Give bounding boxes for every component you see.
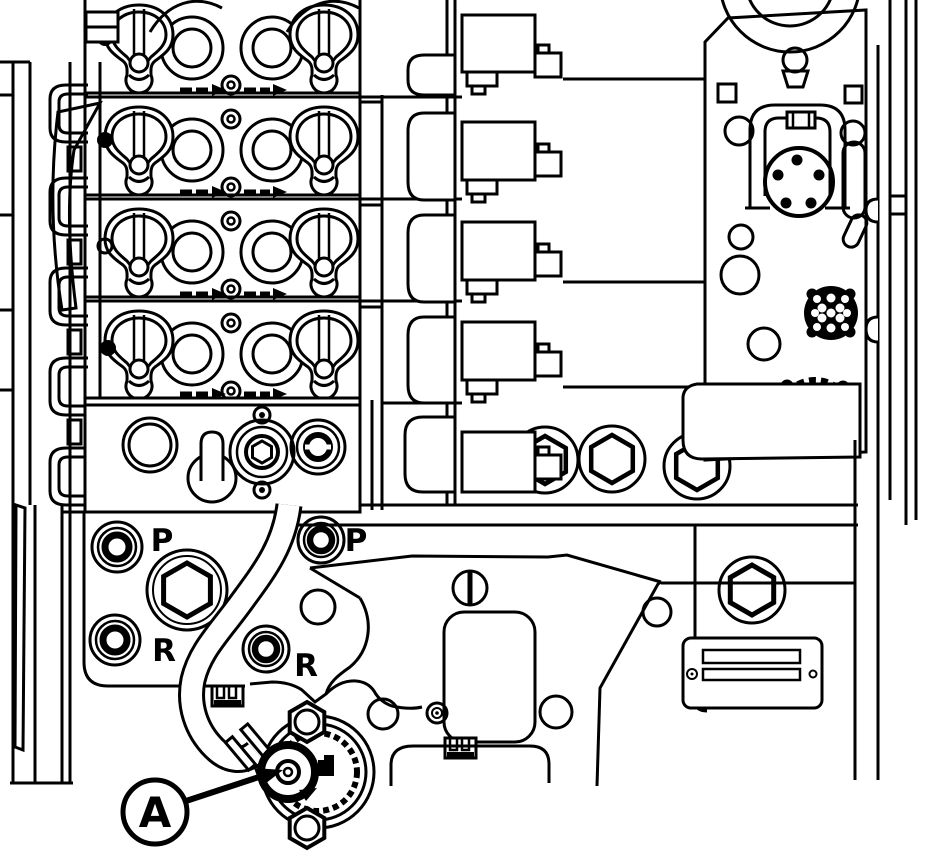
port-p-left [92,522,142,572]
port-r-left-label: R [152,633,176,669]
main-hex-plug [145,548,229,632]
callout-a-leader [185,773,263,804]
bracket-arch [389,744,551,786]
electrical-connector [763,146,835,218]
plate-corner [681,382,862,461]
solenoid-column [403,0,705,505]
top-bore [720,0,860,54]
identification-plate [681,636,824,710]
mounting-bracket [249,525,855,787]
retainer-clips [103,3,360,401]
large-hex-bolt [717,555,787,625]
sensor-fitting [257,700,334,850]
callout-a-balloon [120,777,190,847]
clamp-tab-2 [443,736,478,760]
sensor-key [318,755,334,776]
hose [178,502,303,773]
bracket-cutout [442,610,537,744]
sensor-bottom-nut [287,806,327,850]
callout-a-arrowhead [254,768,283,787]
port-r-right-label: R [294,648,318,684]
hose-guide-hooks [48,83,90,507]
keyhole-slot [186,430,238,504]
port-p-right [298,517,344,563]
valve-bores [159,15,305,387]
vent-screen [804,286,858,340]
slotted-screw [451,569,489,607]
port-p-left-label: P [151,523,174,559]
bail-handle [723,103,867,210]
port-face: P P R R [82,512,368,708]
deck-lines [62,503,858,527]
port-p-right-label: P [345,523,368,559]
slotted-port [289,418,347,476]
mounting-plate [681,0,869,462]
port-r-left [90,615,140,665]
callout-a-label: A [139,788,172,837]
manifold-band [83,95,732,514]
solenoid-connector-tabs [533,43,563,481]
clamp-tab-1 [210,684,245,708]
solenoid-valves [460,13,537,494]
port-r-right [243,626,289,672]
callout-a: A [120,768,283,847]
right-edge-rails [853,0,918,780]
hose-clamp [223,721,273,773]
flanged-boss [228,405,296,500]
sensor-top-nut [287,700,327,744]
